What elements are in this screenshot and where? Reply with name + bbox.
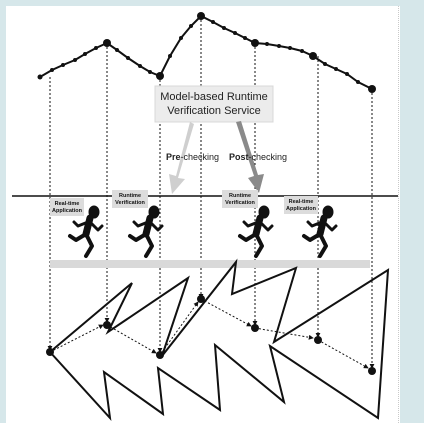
pre-checking-arrow	[169, 122, 194, 194]
stage-label-3: Runtime Verification	[222, 190, 258, 208]
projection-arrows	[47, 16, 375, 369]
runner-icon	[302, 205, 338, 258]
svg-text:Verification: Verification	[225, 200, 255, 206]
runner-icon	[68, 205, 104, 258]
service-line-1: Model-based Runtime	[160, 91, 268, 103]
stage-label-1: Real-time Application	[50, 198, 84, 216]
svg-text:Application: Application	[52, 208, 83, 214]
service-line-2: Verification Service	[167, 105, 261, 117]
runner-icon	[238, 205, 274, 258]
lower-trajectory-points	[46, 295, 376, 375]
post-checking-label: Post-checking	[229, 152, 287, 162]
pre-checking-label: Pre-checking	[166, 152, 219, 162]
lower-trajectory	[49, 298, 369, 369]
svg-text:Runtime: Runtime	[229, 193, 251, 199]
post-checking-arrow	[236, 121, 264, 193]
svg-text:Real-time: Real-time	[55, 201, 80, 207]
stage-label-4: Real-time Application	[284, 196, 318, 214]
svg-text:Real-time: Real-time	[289, 199, 314, 205]
timeline-band	[50, 260, 370, 268]
svg-text:Runtime: Runtime	[119, 193, 141, 199]
runner-icon	[128, 205, 164, 258]
stage-label-2: Runtime Verification	[112, 190, 148, 208]
svg-text:Verification: Verification	[115, 200, 145, 206]
zigzag-envelope	[49, 258, 390, 422]
service-box: Model-based Runtime Verification Service	[154, 85, 274, 123]
panel-divider	[398, 6, 399, 423]
top-trajectory	[39, 14, 373, 90]
svg-text:Application: Application	[286, 206, 317, 212]
